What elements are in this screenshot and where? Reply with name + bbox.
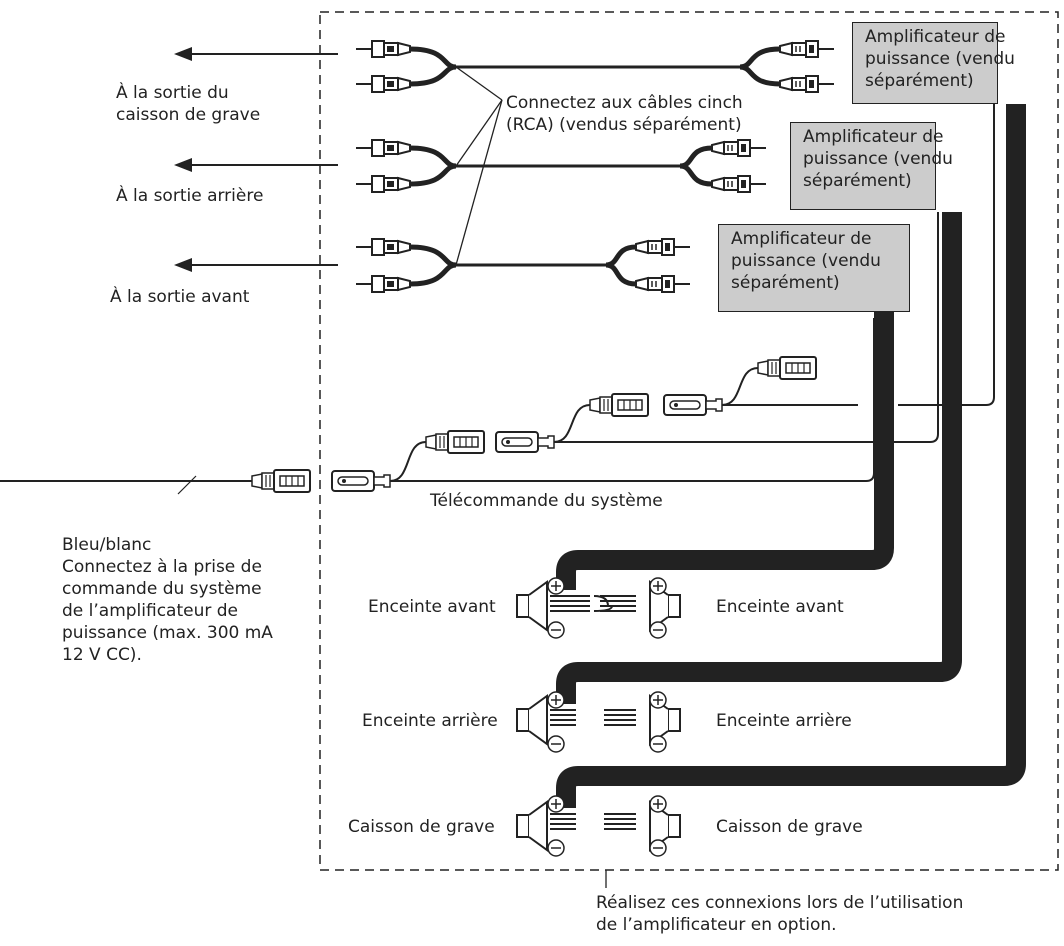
speaker-icon xyxy=(516,801,548,851)
speaker-cable-bundles xyxy=(556,104,1026,808)
arrow-left-icon xyxy=(174,47,338,61)
amplifier-label-line: Amplificateur de xyxy=(803,127,944,147)
rca-note-line: (RCA) (vendus séparément) xyxy=(506,115,742,135)
plus-icon xyxy=(547,577,565,595)
amplifier-box-rear: Amplificateur de puissance (vendu séparé… xyxy=(790,122,953,210)
minus-icon xyxy=(547,621,565,639)
minus-icon xyxy=(547,839,565,857)
blue-white-note-line: Connectez à la prise de xyxy=(62,557,262,577)
footer-note-line: de l’amplificateur en option. xyxy=(596,915,837,935)
plus-icon xyxy=(547,795,565,813)
rca-cable-rear xyxy=(355,139,767,193)
minus-icon xyxy=(547,735,565,753)
system-remote-label: Télécommande du système xyxy=(430,491,663,511)
amplifier-label-line: Amplificateur de xyxy=(731,229,872,249)
rear-output-label: À la sortie arrière xyxy=(116,186,264,206)
rca-note-leader-lines xyxy=(455,66,503,266)
rca-cable-subwoofer xyxy=(355,40,835,93)
plus-icon xyxy=(547,691,565,709)
rear-speaker-label-left: Enceinte arrière xyxy=(362,711,498,731)
amplifier-label-line: séparément) xyxy=(731,273,840,293)
rear-speaker-label-right: Enceinte arrière xyxy=(716,711,852,731)
plus-icon xyxy=(649,577,667,595)
amplifier-label-line: séparément) xyxy=(865,71,974,91)
front-speaker-label-right: Enceinte avant xyxy=(716,597,844,617)
subwoofer-output-line: caisson de grave xyxy=(116,105,261,125)
arrow-left-icon xyxy=(174,258,338,272)
optional-section-border xyxy=(319,11,1059,871)
amplifier-label-line: Amplificateur de xyxy=(865,27,1006,47)
arrow-left-icon xyxy=(174,158,338,172)
blue-white-note: Bleu/blanc Connectez à la prise de comma… xyxy=(62,534,273,666)
speaker-icon xyxy=(516,581,548,631)
blue-white-note-line: 12 V CC). xyxy=(62,645,142,665)
amplifier-box-front: Amplificateur de puissance (vendu séparé… xyxy=(718,224,910,312)
blue-white-note-line: Bleu/blanc xyxy=(62,535,152,555)
subwoofer-output-label: À la sortie du caisson de grave xyxy=(116,82,260,126)
blue-white-note-line: puissance (max. 300 mA xyxy=(62,623,273,643)
rca-cable-front xyxy=(355,238,691,293)
remote-wiring xyxy=(0,104,995,495)
minus-icon xyxy=(649,839,667,857)
amplifier-label-line: puissance (vendu xyxy=(865,49,1015,69)
amplifier-label-line: puissance (vendu xyxy=(803,149,953,169)
footer-note-line: Réalisez ces connexions lors de l’utilis… xyxy=(596,893,964,913)
front-speaker-label-left: Enceinte avant xyxy=(368,597,496,617)
rca-note-line: Connectez aux câbles cinch xyxy=(506,93,743,113)
speaker-wires xyxy=(550,595,636,830)
subwoofer-output-line: À la sortie du xyxy=(116,83,229,103)
plus-icon xyxy=(649,691,667,709)
minus-icon xyxy=(649,621,667,639)
amplifier-box-subwoofer: Amplificateur de puissance (vendu séparé… xyxy=(852,22,1015,104)
amplifier-label-line: séparément) xyxy=(803,171,912,191)
speaker-icon xyxy=(516,695,548,745)
minus-icon xyxy=(649,735,667,753)
footer-note: Réalisez ces connexions lors de l’utilis… xyxy=(596,892,963,936)
front-output-label: À la sortie avant xyxy=(110,287,250,307)
subwoofer-label-right: Caisson de grave xyxy=(716,817,863,837)
amplifier-label-line: puissance (vendu xyxy=(731,251,881,271)
blue-white-note-line: de l’amplificateur de xyxy=(62,601,239,621)
blue-white-note-line: commande du système xyxy=(62,579,262,599)
plus-icon xyxy=(649,795,667,813)
subwoofer-label-left: Caisson de grave xyxy=(348,817,495,837)
rca-note: Connectez aux câbles cinch (RCA) (vendus… xyxy=(506,92,743,136)
